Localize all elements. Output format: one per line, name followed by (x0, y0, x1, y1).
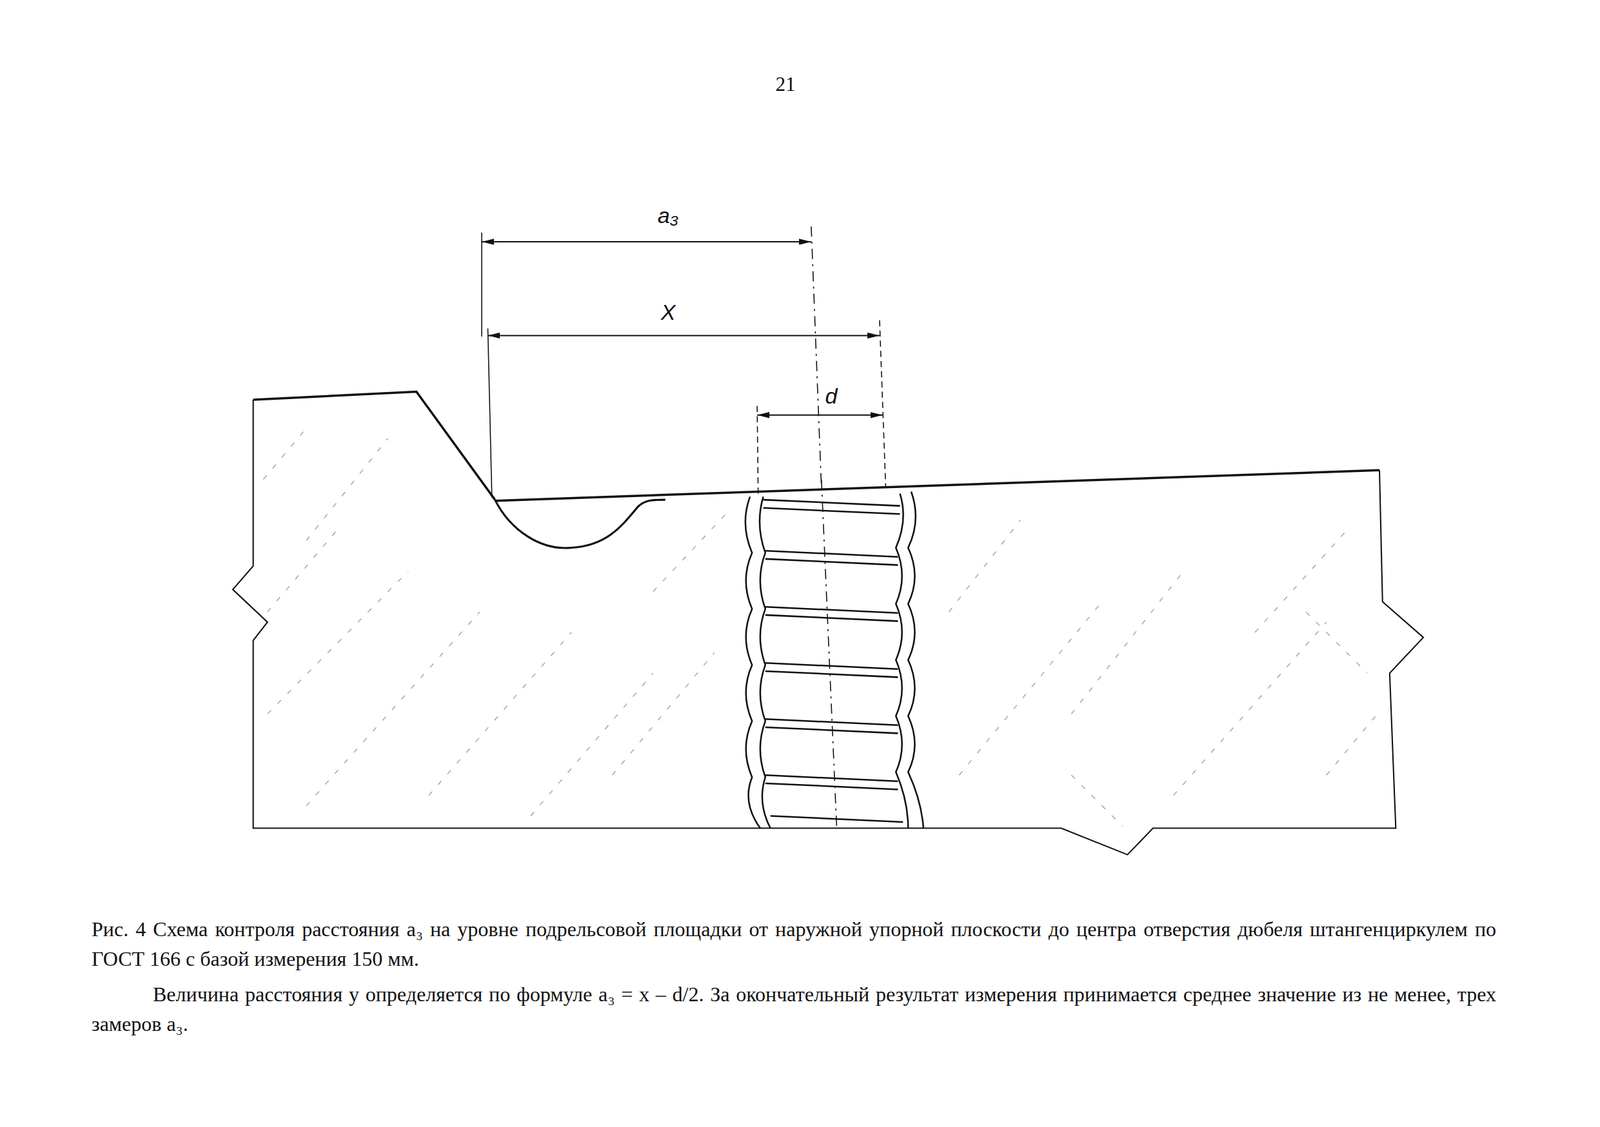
concrete-hatch (263, 428, 1377, 827)
dimension-lines (481, 226, 886, 498)
dimension-label: X (658, 300, 679, 325)
dimension-label: a₃ (655, 203, 682, 228)
dimension-label: d (822, 384, 841, 409)
dowel (745, 479, 924, 829)
page-number: 21 (773, 73, 799, 96)
formula-note: Величина расстояния y определяется по фо… (91, 979, 1497, 1040)
sleeper-outline (232, 391, 1424, 855)
caption-block: Рис. 4 Схема контроля расстояния a₃ на у… (91, 914, 1497, 1040)
figure-caption: Рис. 4 Схема контроля расстояния a₃ на у… (91, 914, 1497, 975)
